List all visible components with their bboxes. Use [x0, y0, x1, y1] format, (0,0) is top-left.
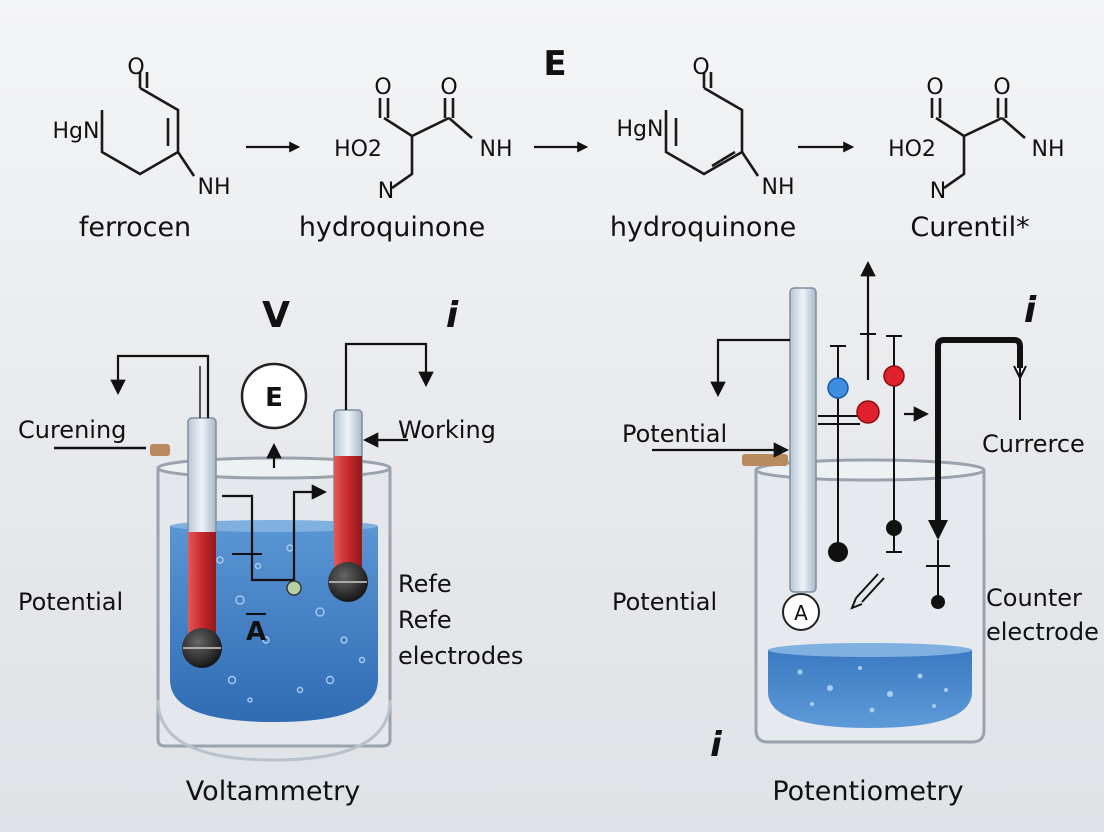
v-label: V [262, 295, 290, 336]
glass-electrode [789, 287, 817, 593]
counter-node [931, 595, 945, 609]
current-label: i [446, 295, 459, 336]
carbonyl-bond-2 [443, 98, 455, 118]
atom-nh: NH [1032, 137, 1065, 162]
right-electrode-rod [334, 456, 362, 572]
wire-right [344, 342, 434, 410]
solution [170, 526, 378, 722]
molecule-name: ferrocen [79, 212, 191, 243]
nh-bond [740, 151, 760, 177]
connector [150, 444, 170, 456]
solution-surface [170, 520, 378, 532]
atom-n: N [930, 179, 946, 204]
atom-o: O [440, 75, 457, 100]
carbonyl-bond-1 [378, 98, 390, 118]
carbonyl-bond [702, 72, 713, 88]
solution-surface [768, 643, 972, 657]
beaker-base [156, 699, 392, 762]
label-refe-1: Refe [398, 570, 452, 598]
double-bonds [674, 118, 736, 168]
left-electrode-rod [188, 532, 216, 638]
atom-nh: NH [762, 175, 795, 200]
label-potential-side: Potential [612, 588, 717, 616]
chain-bonds [383, 116, 473, 190]
molecule-name: hydroquinone [299, 212, 485, 243]
voltmeter [240, 362, 308, 430]
label-counter: Counter [986, 584, 1082, 612]
potentiometry-title: Potentiometry [772, 776, 963, 807]
internal-circuit [222, 484, 328, 582]
atom-hgn: HgN [617, 117, 664, 142]
molecule-1: O HgN NH ferrocen [53, 55, 231, 243]
ammeter-label: A [794, 601, 808, 625]
atom-o: O [692, 55, 709, 80]
current-label-top: i [1024, 290, 1037, 331]
junction [286, 580, 302, 596]
black-dot [828, 542, 848, 562]
atom-nh: NH [480, 137, 513, 162]
ring-bonds [664, 86, 744, 176]
current-arrow-head [928, 520, 948, 540]
molecule-name: Curentil* [910, 212, 1029, 243]
potentiometry-cell: A i i Potential Potential Currerce [612, 260, 1099, 807]
label-curening: Curening [18, 416, 126, 444]
atom-o: O [374, 75, 391, 100]
black-dot [886, 520, 902, 536]
label-electrodes: electrodes [398, 642, 523, 670]
chain-bonds [935, 116, 1026, 190]
ring-bonds [100, 86, 180, 176]
current-label-bottom: i [710, 725, 723, 765]
atom-o: O [127, 55, 144, 80]
current-loop [935, 337, 1023, 520]
ammeter-label: A [246, 617, 266, 647]
nh-bond [176, 151, 196, 177]
atom-nh: NH [198, 175, 231, 200]
wire-left [110, 354, 210, 418]
atom-ho2: HO2 [334, 137, 382, 162]
hollow-arrow [850, 573, 885, 610]
bubbles [797, 666, 948, 713]
ammeter [782, 593, 820, 631]
label-potential: Potential [18, 588, 123, 616]
voltammetry-cell: E V i Curening Working Potential Refe Re… [18, 295, 523, 807]
atom-n: N [378, 179, 394, 204]
carbonyl-bond [138, 72, 149, 88]
red-dot-2 [883, 365, 905, 387]
atom-hgn: HgN [53, 119, 100, 144]
label-electrode: electrode [986, 618, 1099, 646]
molecule-2: O O HO2 NH N hydroquinone [299, 75, 513, 243]
carbonyl-bond-2 [996, 98, 1008, 118]
atom-o: O [993, 75, 1010, 100]
atom-ho2: HO2 [888, 137, 936, 162]
molecule-name: hydroquinone [610, 212, 796, 243]
solution [768, 650, 972, 728]
red-dot-1 [856, 400, 880, 424]
carbonyl-bond-1 [930, 98, 942, 118]
molecule-3: O HgN NH hydroquinone [610, 55, 796, 243]
voltmeter-label: E [265, 383, 283, 413]
header-letter: E [543, 44, 566, 84]
label-refe-2: Refe [398, 606, 452, 634]
molecule-4: O O HO2 NH N Curentil* [888, 75, 1064, 243]
blue-dot [827, 377, 849, 399]
voltammetry-title: Voltammetry [186, 776, 360, 807]
label-working: Working [398, 416, 496, 444]
label-currerce: Currerce [982, 430, 1085, 458]
atom-o: O [926, 75, 943, 100]
connector [742, 454, 788, 466]
label-potential-top: Potential [622, 420, 727, 448]
wire-left [710, 338, 790, 398]
